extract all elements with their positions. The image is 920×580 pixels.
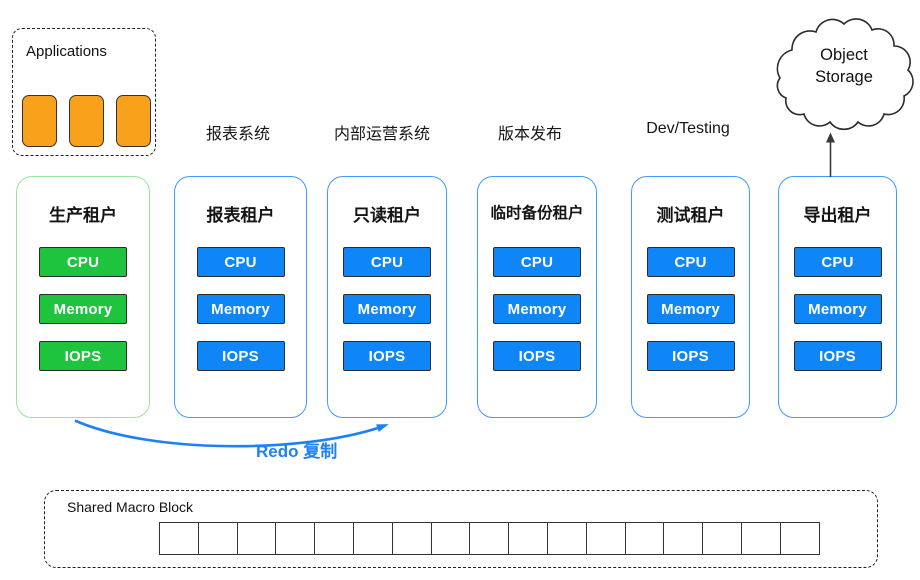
- cpu-badge: CPU: [493, 247, 581, 277]
- macro-cell: [197, 522, 239, 555]
- memory-badge: Memory: [646, 294, 735, 324]
- macro-cell: [159, 522, 200, 555]
- app-icon: [69, 95, 104, 147]
- iops-badge: IOPS: [646, 341, 735, 371]
- macro-cell: [236, 522, 277, 555]
- column-header-internal-ops: 内部运营系统: [333, 126, 431, 143]
- memory-badge: Memory: [493, 294, 581, 324]
- applications-label: Applications: [26, 43, 107, 60]
- iops-badge: IOPS: [493, 341, 581, 371]
- tenant-box-temp-backup: 临时备份租户 CPU Memory IOPS: [477, 176, 597, 418]
- macro-cell: [508, 522, 549, 555]
- export-to-object-storage-arrow: [826, 132, 835, 177]
- column-header-dev-testing: Dev/Testing: [646, 120, 730, 137]
- redo-replication-arrow: [74, 419, 389, 448]
- tenant-box-report: 报表租户 CPU Memory IOPS: [174, 176, 307, 418]
- macro-cell: [702, 522, 743, 555]
- macro-cell: [352, 522, 394, 555]
- macro-cell: [469, 522, 510, 555]
- memory-badge: Memory: [39, 294, 127, 324]
- memory-badge: Memory: [196, 294, 285, 324]
- macro-cell: [779, 522, 821, 555]
- tenant-title: 生产租户: [49, 206, 117, 225]
- macro-cell: [663, 522, 704, 555]
- macro-cell: [275, 522, 316, 555]
- app-icon: [116, 95, 151, 147]
- tenant-box-export: 导出租户 CPU Memory IOPS: [778, 176, 897, 418]
- cpu-badge: CPU: [646, 247, 735, 277]
- app-icon: [22, 95, 57, 147]
- shared-macro-block-panel: Shared Macro Block: [44, 490, 878, 568]
- memory-badge: Memory: [793, 294, 882, 324]
- cpu-badge: CPU: [39, 247, 127, 277]
- macro-block-cells: [159, 522, 821, 555]
- macro-cell: [585, 522, 627, 555]
- cpu-badge: CPU: [196, 247, 285, 277]
- column-header-release: 版本发布: [497, 126, 563, 143]
- iops-badge: IOPS: [343, 341, 431, 371]
- column-header-report-system: 报表系统: [205, 126, 271, 143]
- applications-panel: Applications: [12, 28, 156, 156]
- macro-cell: [430, 522, 471, 555]
- shared-macro-block-label: Shared Macro Block: [67, 499, 194, 515]
- tenant-title: 报表租户: [206, 206, 275, 225]
- macro-cell: [624, 522, 665, 555]
- macro-cell: [314, 522, 355, 555]
- tenant-box-readonly: 只读租户 CPU Memory IOPS: [327, 176, 447, 418]
- iops-badge: IOPS: [39, 341, 127, 371]
- tenant-title: 导出租户: [803, 206, 872, 225]
- tenant-box-test: 测试租户 CPU Memory IOPS: [631, 176, 750, 418]
- macro-cell: [391, 522, 433, 555]
- macro-cell: [740, 522, 782, 555]
- tenant-title: 测试租户: [656, 206, 725, 225]
- iops-badge: IOPS: [793, 341, 882, 371]
- cpu-badge: CPU: [793, 247, 882, 277]
- object-storage-label: Object Storage: [815, 46, 873, 87]
- tenant-box-production: 生产租户 CPU Memory IOPS: [16, 176, 150, 418]
- object-storage-cloud-icon: [770, 10, 918, 138]
- tenant-title: 只读租户: [353, 206, 421, 225]
- memory-badge: Memory: [343, 294, 431, 324]
- iops-badge: IOPS: [196, 341, 285, 371]
- redo-replication-label: Redo 复制: [256, 442, 338, 461]
- cpu-badge: CPU: [343, 247, 431, 277]
- macro-cell: [546, 522, 588, 555]
- tenant-title: 临时备份租户: [490, 205, 584, 222]
